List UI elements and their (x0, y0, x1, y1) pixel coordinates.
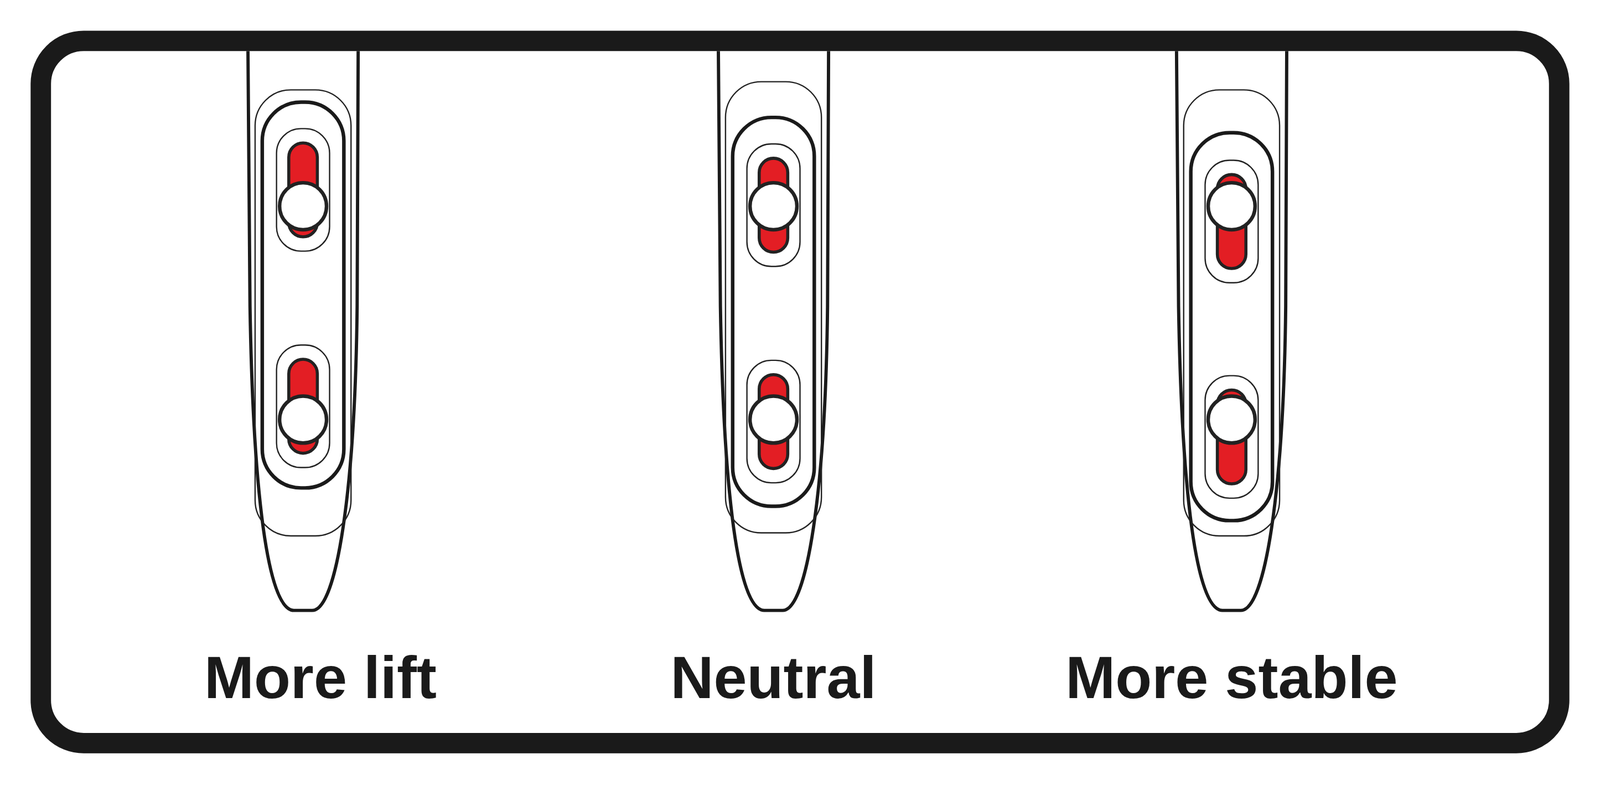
bolt-head (1208, 182, 1256, 230)
mount-plate (1191, 132, 1273, 521)
slot-housing (747, 143, 801, 267)
mast-outline (247, 50, 359, 610)
slot-housing (276, 344, 330, 468)
mast-outline (1176, 50, 1287, 610)
slot-housing (276, 128, 330, 251)
bolt-head (749, 182, 797, 230)
setting-label: More stable (1065, 644, 1398, 711)
mast-panel (1176, 50, 1287, 610)
bolt-head (1208, 395, 1256, 443)
setting-label: More lift (204, 644, 437, 711)
mast-outline (718, 50, 829, 610)
bolt-head (749, 395, 797, 443)
base-plate-outline (255, 89, 351, 536)
bolt-head (279, 182, 327, 230)
slot-housing (747, 360, 801, 483)
outer-frame (40, 40, 1560, 744)
base-plate-outline (1183, 89, 1280, 536)
mount-plate (262, 101, 345, 488)
base-plate-outline (725, 81, 822, 533)
slot-housing (1204, 375, 1258, 499)
mast-panel (247, 50, 359, 610)
mount-plate (732, 117, 815, 506)
bolt-head (279, 395, 327, 443)
slot-housing (1204, 160, 1258, 283)
setting-label: Neutral (670, 644, 877, 711)
mast-panel (718, 50, 829, 610)
